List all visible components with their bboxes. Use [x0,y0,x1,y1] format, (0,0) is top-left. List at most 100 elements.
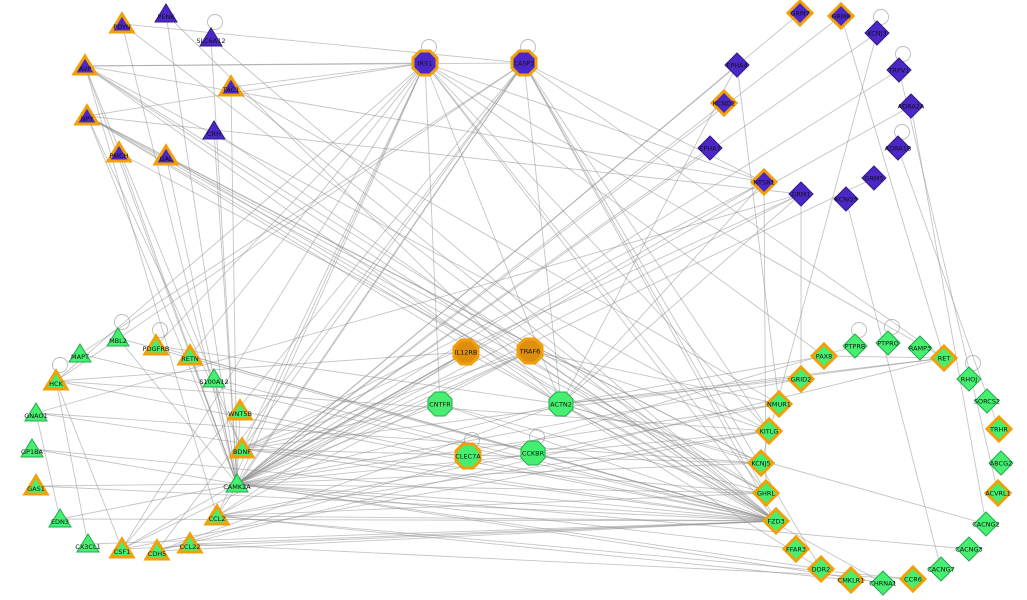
diamond-node-shape[interactable] [898,93,924,119]
node-grm7[interactable]: GRM7 [785,0,815,28]
diamond-node-shape[interactable] [983,478,1013,508]
node-gas1[interactable]: GAS1 [22,473,50,496]
node-avp[interactable]: AVP [71,53,99,76]
octagon-node-shape[interactable] [548,391,574,417]
node-kcnj3[interactable]: KCNJ3 [864,20,890,46]
diamond-node-shape[interactable] [886,57,912,83]
node-fzd3[interactable]: FZD3 [761,506,791,536]
triangle-node-shape[interactable] [143,538,171,561]
diamond-node-shape[interactable] [785,0,815,28]
node-grm8[interactable]: GRM8 [826,1,856,31]
triangle-node-shape[interactable] [106,327,130,347]
node-kcnq3[interactable]: KCNQ3 [833,186,859,212]
triangle-node-shape[interactable] [202,120,226,140]
triangle-node-shape[interactable] [22,473,50,496]
node-ccr6[interactable]: CCR6 [898,564,928,594]
node-gp1ba[interactable]: GP1BA [20,438,44,458]
node-nmur1[interactable]: NMUR1 [764,389,794,419]
node-edn3[interactable]: EDN3 [48,508,72,528]
octagon-node-shape[interactable] [411,49,439,77]
octagon-node-shape[interactable] [510,49,538,77]
node-cacng2[interactable]: CACNG2 [972,511,1000,537]
node-cmklr1[interactable]: CMKLR1 [836,565,866,595]
node-mapt[interactable]: MAPT [68,343,92,363]
node-traf6[interactable]: TRAF6 [516,337,544,365]
diamond-node-shape[interactable] [761,506,791,536]
node-il12rb[interactable]: IL12RB [452,338,480,366]
triangle-node-shape[interactable] [73,103,101,126]
node-epha4[interactable]: EPHA4 [724,52,750,78]
triangle-node-shape[interactable] [203,503,231,526]
node-irs1[interactable]: IRS1 [411,49,439,77]
node-slc6a12[interactable]: SLC6A12 [196,27,226,47]
node-pmch[interactable]: PMCH [105,140,133,163]
triangle-node-shape[interactable] [176,531,204,554]
node-ptprb[interactable]: PTPRB [842,333,868,359]
diamond-node-shape[interactable] [788,181,814,207]
node-ccl22[interactable]: CCL22 [176,531,204,554]
triangle-node-shape[interactable] [202,368,226,388]
diamond-node-shape[interactable] [697,135,723,161]
diamond-node-shape[interactable] [842,333,868,359]
node-adra1b[interactable]: ADRA1B [885,135,912,161]
node-kcnd2[interactable]: KCND2 [709,88,739,118]
triangle-node-shape[interactable] [228,436,256,459]
diamond-node-shape[interactable] [870,570,896,596]
node-chrna1[interactable]: CHRNA1 [869,570,897,596]
diamond-node-shape[interactable] [929,343,959,373]
diamond-node-shape[interactable] [754,416,784,446]
octagon-node-shape[interactable] [427,391,453,417]
triangle-node-shape[interactable] [226,398,254,421]
node-cacng3[interactable]: CACNG3 [955,536,983,562]
diamond-node-shape[interactable] [956,536,982,562]
node-cacng7[interactable]: CACNG7 [927,556,955,582]
node-grm5[interactable]: GRM5 [861,165,887,191]
diamond-node-shape[interactable] [751,478,781,508]
triangle-node-shape[interactable] [20,438,44,458]
node-pdyn[interactable]: PDYN [108,11,136,34]
diamond-node-shape[interactable] [786,364,816,394]
diamond-node-shape[interactable] [861,165,887,191]
triangle-node-shape[interactable] [108,536,136,559]
node-ntsr1[interactable]: NTSR1 [749,167,779,197]
triangle-node-shape[interactable] [105,140,133,163]
node-rhoj[interactable]: RHOJ [956,366,982,392]
node-ptpro[interactable]: PTPRO [875,330,901,356]
diamond-node-shape[interactable] [709,88,739,118]
node-penk[interactable]: PENK [154,3,178,23]
triangle-node-shape[interactable] [68,343,92,363]
triangle-node-shape[interactable] [42,368,70,391]
diamond-node-shape[interactable] [898,564,928,594]
triangle-node-shape[interactable] [154,3,178,23]
node-adra2a[interactable]: ADRA2A [898,93,925,119]
diamond-node-shape[interactable] [875,330,901,356]
diamond-node-shape[interactable] [833,186,859,212]
node-actn2[interactable]: ACTN2 [548,391,574,417]
triangle-node-shape[interactable] [24,402,48,422]
diamond-node-shape[interactable] [974,388,1000,414]
diamond-node-shape[interactable] [781,534,811,564]
diamond-node-shape[interactable] [864,20,890,46]
triangle-node-shape[interactable] [76,533,100,553]
triangle-node-shape[interactable] [225,473,249,493]
triangle-node-shape[interactable] [152,143,180,166]
triangle-node-shape[interactable] [48,508,72,528]
diamond-node-shape[interactable] [746,448,776,478]
diamond-node-shape[interactable] [973,511,999,537]
diamond-node-shape[interactable] [928,556,954,582]
octagon-node-shape[interactable] [452,338,480,366]
triangle-node-shape[interactable] [71,53,99,76]
node-sorcs2[interactable]: SORCS2 [974,388,1000,414]
node-kcnj5[interactable]: KCNJ5 [746,448,776,478]
node-cckbr[interactable]: CCKBR [520,440,546,466]
diamond-node-shape[interactable] [764,389,794,419]
node-mbl2[interactable]: MBL2 [106,327,130,347]
node-crh[interactable]: CRH [202,120,226,140]
diamond-node-shape[interactable] [749,167,779,197]
node-grid2[interactable]: GRID2 [786,364,816,394]
node-cx3cl1[interactable]: CX3CL1 [75,533,101,553]
node-hck[interactable]: HCK [42,368,70,391]
node-casp3[interactable]: CASP3 [510,49,538,77]
node-trhr[interactable]: TRHR [984,414,1014,444]
diamond-node-shape[interactable] [885,135,911,161]
